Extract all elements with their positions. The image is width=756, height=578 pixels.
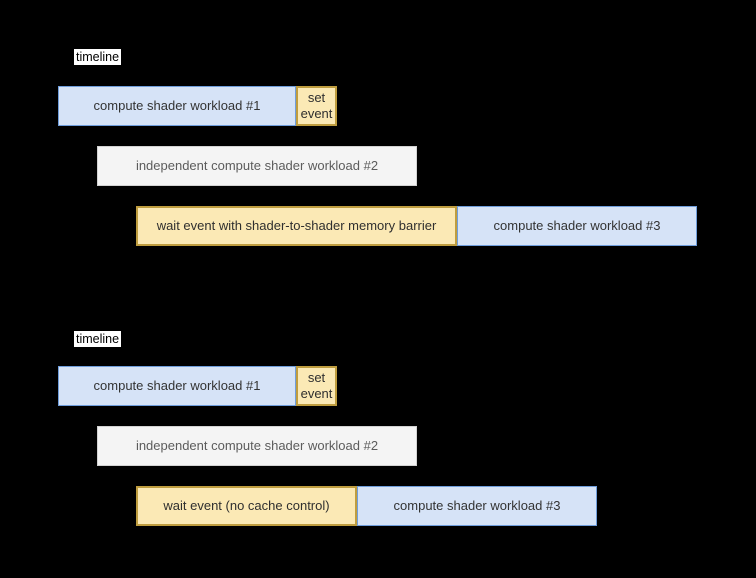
timeline-2-independent-workload-2-box: independent compute shader workload #2: [97, 426, 417, 466]
timeline-1-label: timeline: [74, 49, 122, 65]
timeline-2-label: timeline: [74, 331, 122, 347]
timeline-1-wait-event-box: wait event with shader-to-shader memory …: [136, 206, 457, 246]
timeline-2-workload-3-box: compute shader workload #3: [357, 486, 597, 526]
timeline-2-set-event-box: set event: [296, 366, 337, 406]
timeline-1-workload-1-box: compute shader workload #1: [58, 86, 296, 126]
timeline-1-independent-workload-2-box: independent compute shader workload #2: [97, 146, 417, 186]
timeline-1-set-event-box: set event: [296, 86, 337, 126]
timeline-1-workload-3-box: compute shader workload #3: [457, 206, 697, 246]
timeline-2-workload-1-box: compute shader workload #1: [58, 366, 296, 406]
timeline-2-wait-event-box: wait event (no cache control): [136, 486, 357, 526]
